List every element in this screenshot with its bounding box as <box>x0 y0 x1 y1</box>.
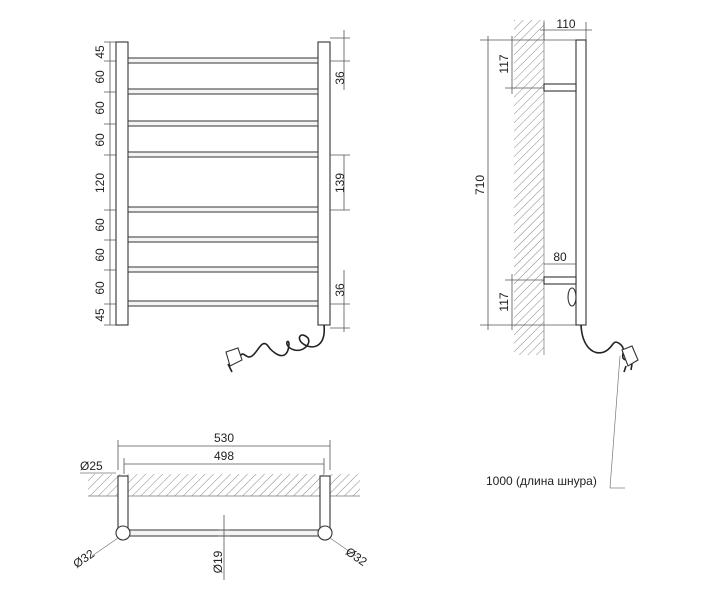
front-bar <box>127 300 319 307</box>
front-dim-left-6: 60 <box>93 218 107 232</box>
side-rail <box>575 39 587 326</box>
front-left-rail <box>115 41 129 326</box>
side-dim-bottom-offset: 117 <box>497 292 511 311</box>
top-dim-overall-width: 530 <box>214 431 234 445</box>
front-dim-left-3: 60 <box>93 101 107 115</box>
front-bar <box>127 57 319 64</box>
front-view: 45 60 60 60 120 60 60 60 45 <box>93 30 350 373</box>
front-dim-left-4: 60 <box>93 133 107 147</box>
front-bar <box>127 151 319 158</box>
side-dim-depth: 110 <box>556 17 575 31</box>
top-right-rail <box>317 525 333 541</box>
top-dim-bar: Ø19 <box>211 550 225 573</box>
front-power-cord <box>239 324 325 358</box>
side-bottom-bracket <box>543 276 577 285</box>
top-dim-center-width: 498 <box>214 449 234 463</box>
front-dim-left-8: 60 <box>93 281 107 295</box>
side-top-bracket <box>543 83 577 92</box>
front-plug-icon <box>225 347 243 367</box>
front-dim-right-bottom: 36 <box>333 283 347 297</box>
side-power-cord <box>580 324 627 361</box>
front-dim-left-1: 45 <box>93 45 107 59</box>
front-right-rail <box>317 41 331 326</box>
front-dim-right-middle: 139 <box>333 173 347 193</box>
top-left-rail <box>115 525 131 541</box>
top-wall <box>88 474 360 496</box>
front-right-dimension-chain <box>330 30 350 332</box>
cord-length-note: 1000 (длина шнура) <box>486 474 597 488</box>
top-dim-left-rail: Ø32 <box>70 546 97 571</box>
side-dim-top-offset: 117 <box>497 54 511 73</box>
front-bar <box>127 236 319 243</box>
side-dim-bracket: 80 <box>553 250 567 264</box>
top-dim-right-rail: Ø32 <box>343 544 370 569</box>
top-left-standoff <box>117 475 129 533</box>
front-dim-left-7: 60 <box>93 248 107 262</box>
top-view: 530 498 Ø25 Ø32 Ø32 Ø19 <box>70 431 370 580</box>
front-bar <box>127 120 319 127</box>
top-dim-wall-pipe: Ø25 <box>80 459 103 473</box>
front-bar <box>127 266 319 273</box>
front-bars <box>127 57 319 307</box>
front-bar <box>127 88 319 95</box>
front-dim-left-5: 120 <box>93 173 107 193</box>
front-bar <box>127 206 319 213</box>
side-wall <box>514 20 544 355</box>
side-plug-icon <box>621 345 639 367</box>
front-dim-right-top: 36 <box>333 71 347 85</box>
front-dim-left-9: 45 <box>93 308 107 322</box>
side-dim-height: 710 <box>473 175 487 195</box>
side-view: 110 710 117 117 80 <box>473 17 639 489</box>
front-dim-left-2: 60 <box>93 70 107 84</box>
top-right-standoff <box>319 475 331 533</box>
side-heater-element <box>567 287 577 307</box>
